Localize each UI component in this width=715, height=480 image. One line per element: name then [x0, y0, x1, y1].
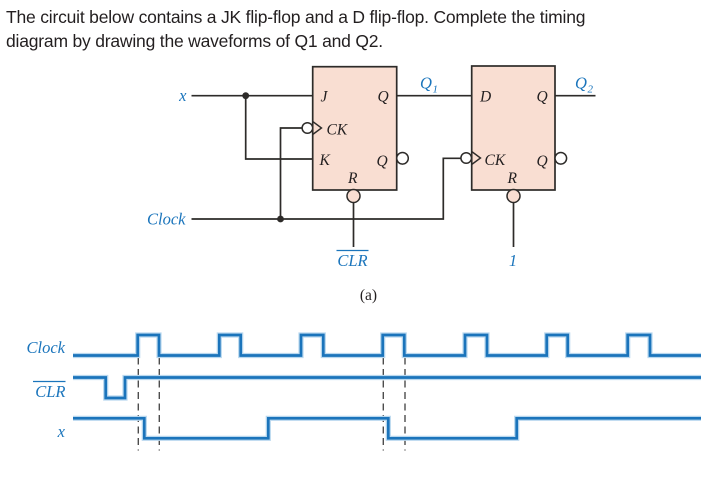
d-q-output-label: Q [537, 89, 548, 106]
jk-reset-bubble-icon [346, 188, 361, 204]
circuit-diagram: J CK K R Q Q D CK R Q Q x Clock Q 1 [147, 65, 596, 304]
d-flipflop-box [470, 65, 556, 191]
jk-clock-edge-triangle-icon [312, 120, 323, 136]
d-qbar-bubble-icon [554, 151, 568, 165]
figure-caption: (a) [360, 287, 377, 304]
clock-wire [191, 157, 461, 220]
x-to-k-branch-wire [244, 95, 313, 160]
d-qbar-output-label: Q [537, 153, 548, 170]
jk-clock-inversion-bubble-icon [301, 121, 314, 135]
clock-waveform-halo [73, 332, 701, 359]
d-clock-inversion-bubble-icon [460, 151, 473, 165]
x-signal-label: x [178, 86, 187, 105]
jk-qbar-bubble-icon [395, 151, 410, 165]
jk-clock-ck-label: CK [327, 122, 348, 139]
logic-one-label: 1 [509, 251, 517, 270]
x-waveform-line [73, 416, 701, 440]
problem-statement-line1: The circuit below contains a JK flip-flo… [6, 7, 586, 27]
jk-reset-r-label: R [347, 170, 358, 187]
x-junction-dot [242, 92, 250, 100]
problem-statement-line2: diagram by drawing the waveforms of Q1 a… [6, 31, 383, 51]
d-reset-r-label: R [507, 170, 518, 187]
q1-signal-subscript: 1 [433, 84, 439, 96]
timing-waveforms [73, 332, 701, 441]
q2-signal-subscript: 2 [588, 84, 594, 96]
clock-waveform-line [73, 333, 701, 357]
jk-input-j-label: J [321, 89, 329, 106]
d-clock-edge-triangle-icon [471, 150, 482, 166]
timing-clr-label: CLR [35, 382, 65, 401]
dashed-guides [137, 357, 406, 451]
jk-qbar-output-label: Q [377, 153, 388, 170]
q2-signal-label: Q [575, 74, 587, 93]
jk-q-output-label: Q [378, 89, 389, 106]
q1-signal-label: Q [420, 74, 432, 93]
jk-clock-hook-wire [279, 127, 303, 219]
clr-signal-label: CLR [337, 251, 367, 270]
timing-row-labels: Clock CLR x [27, 338, 66, 441]
clr-waveform-halo [73, 374, 701, 401]
clock-signal-label: Clock [147, 210, 186, 229]
d-input-d-label: D [479, 89, 491, 106]
d-clock-ck-label: CK [485, 152, 506, 169]
d-reset-bubble-icon [506, 188, 521, 204]
timing-x-label: x [57, 422, 66, 441]
problem-statement: The circuit below contains a JK flip-flo… [6, 5, 711, 53]
jk-input-k-label: K [319, 152, 331, 169]
clock-junction-dot [277, 215, 284, 223]
timing-clock-label: Clock [27, 338, 66, 357]
clr-waveform-line [73, 376, 701, 400]
